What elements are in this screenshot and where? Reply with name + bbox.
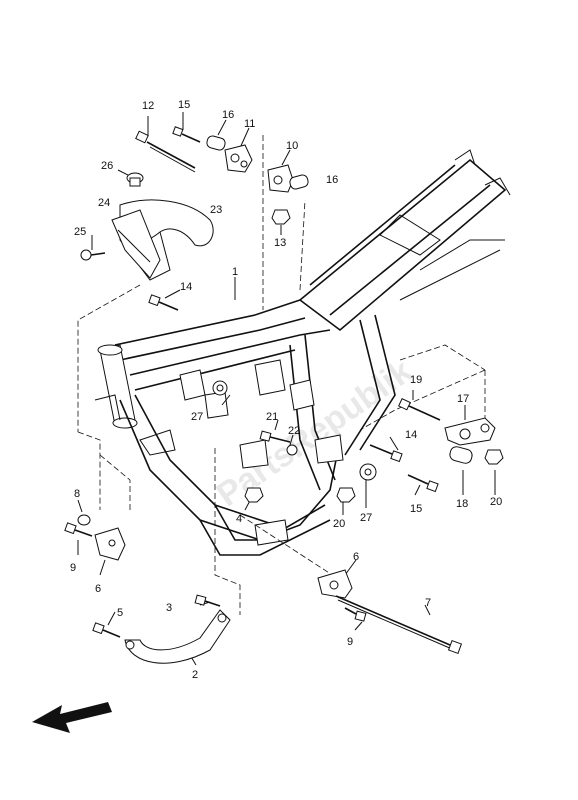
nut-part-4[interactable] [244, 487, 264, 503]
bracket-part-6-left[interactable] [94, 527, 126, 561]
label-22: 22 [288, 425, 300, 437]
label-15-right: 15 [410, 503, 422, 515]
label-16-top: 16 [222, 109, 234, 121]
nut-part-13[interactable] [271, 209, 291, 225]
label-19: 19 [410, 374, 422, 386]
washer-part-22[interactable] [286, 444, 298, 456]
label-8: 8 [74, 488, 80, 500]
label-10: 10 [286, 140, 298, 152]
bolt-part-14-right[interactable] [369, 444, 403, 463]
collar-part-16-top[interactable] [206, 135, 226, 151]
washer-part-8[interactable] [77, 514, 91, 526]
bolt-part-21[interactable] [259, 430, 291, 443]
label-14-right: 14 [405, 429, 417, 441]
label-20-center: 20 [333, 518, 345, 530]
bracket-part-10[interactable] [267, 164, 294, 193]
label-6-right: 6 [353, 551, 359, 563]
long-bolt-part-12[interactable] [135, 130, 196, 173]
short-bolt-part-15-top[interactable] [172, 126, 201, 143]
label-16-right: 16 [326, 174, 338, 186]
label-12: 12 [142, 100, 154, 112]
label-15-top: 15 [178, 99, 190, 111]
bolt-part-14-left[interactable] [148, 294, 179, 311]
lower-arm-part-2[interactable] [124, 609, 231, 664]
leader-lines [77, 112, 496, 666]
bolt-part-9-right[interactable] [344, 607, 367, 622]
main-frame[interactable] [94, 149, 511, 556]
label-17: 17 [457, 393, 469, 405]
grommet-part-27-right[interactable] [359, 463, 377, 481]
watermark-text: PartsRepublik [210, 352, 419, 514]
label-3: 3 [166, 602, 172, 614]
label-5: 5 [117, 607, 123, 619]
label-9-left: 9 [70, 562, 76, 574]
label-6-left: 6 [95, 583, 101, 595]
bracket-part-17[interactable] [444, 417, 496, 446]
nut-part-20-right[interactable] [484, 449, 504, 465]
label-27-right: 27 [360, 512, 372, 524]
bolt-part-9-left[interactable] [64, 522, 93, 537]
label-7: 7 [425, 597, 431, 609]
bolt-part-3[interactable] [194, 594, 221, 607]
bolt-part-15-right[interactable] [407, 474, 439, 493]
part-number-labels: 1 2 3 4 5 6 6 7 8 9 9 10 11 12 13 14 14 … [70, 99, 502, 681]
label-27-left: 27 [191, 411, 203, 423]
grommet-part-26[interactable] [126, 172, 144, 187]
bolt-part-5[interactable] [92, 622, 121, 638]
collar-part-16-right[interactable] [289, 174, 309, 190]
bolt-part-19[interactable] [398, 398, 441, 421]
bracket-part-11[interactable] [224, 144, 253, 173]
direction-arrow-icon [32, 702, 112, 733]
label-18: 18 [456, 498, 468, 510]
grommet-part-27-left[interactable] [212, 380, 228, 396]
label-23: 23 [210, 204, 222, 216]
label-20-right: 20 [490, 496, 502, 508]
label-24: 24 [98, 197, 110, 209]
bracket-part-6-right[interactable] [317, 569, 353, 599]
bracket-part-24[interactable] [111, 209, 161, 279]
label-26: 26 [101, 160, 113, 172]
label-14-left: 14 [180, 281, 192, 293]
label-13: 13 [274, 237, 286, 249]
nut-part-20-center[interactable] [336, 487, 356, 503]
label-11: 11 [244, 118, 255, 130]
screw-part-25[interactable] [80, 249, 106, 261]
long-bolt-part-7[interactable] [335, 595, 463, 655]
label-25: 25 [74, 226, 86, 238]
label-1: 1 [232, 266, 238, 278]
label-21: 21 [266, 411, 278, 423]
label-2: 2 [192, 669, 198, 681]
collar-part-18[interactable] [449, 445, 474, 464]
label-4: 4 [236, 513, 242, 525]
label-9-right: 9 [347, 636, 353, 648]
